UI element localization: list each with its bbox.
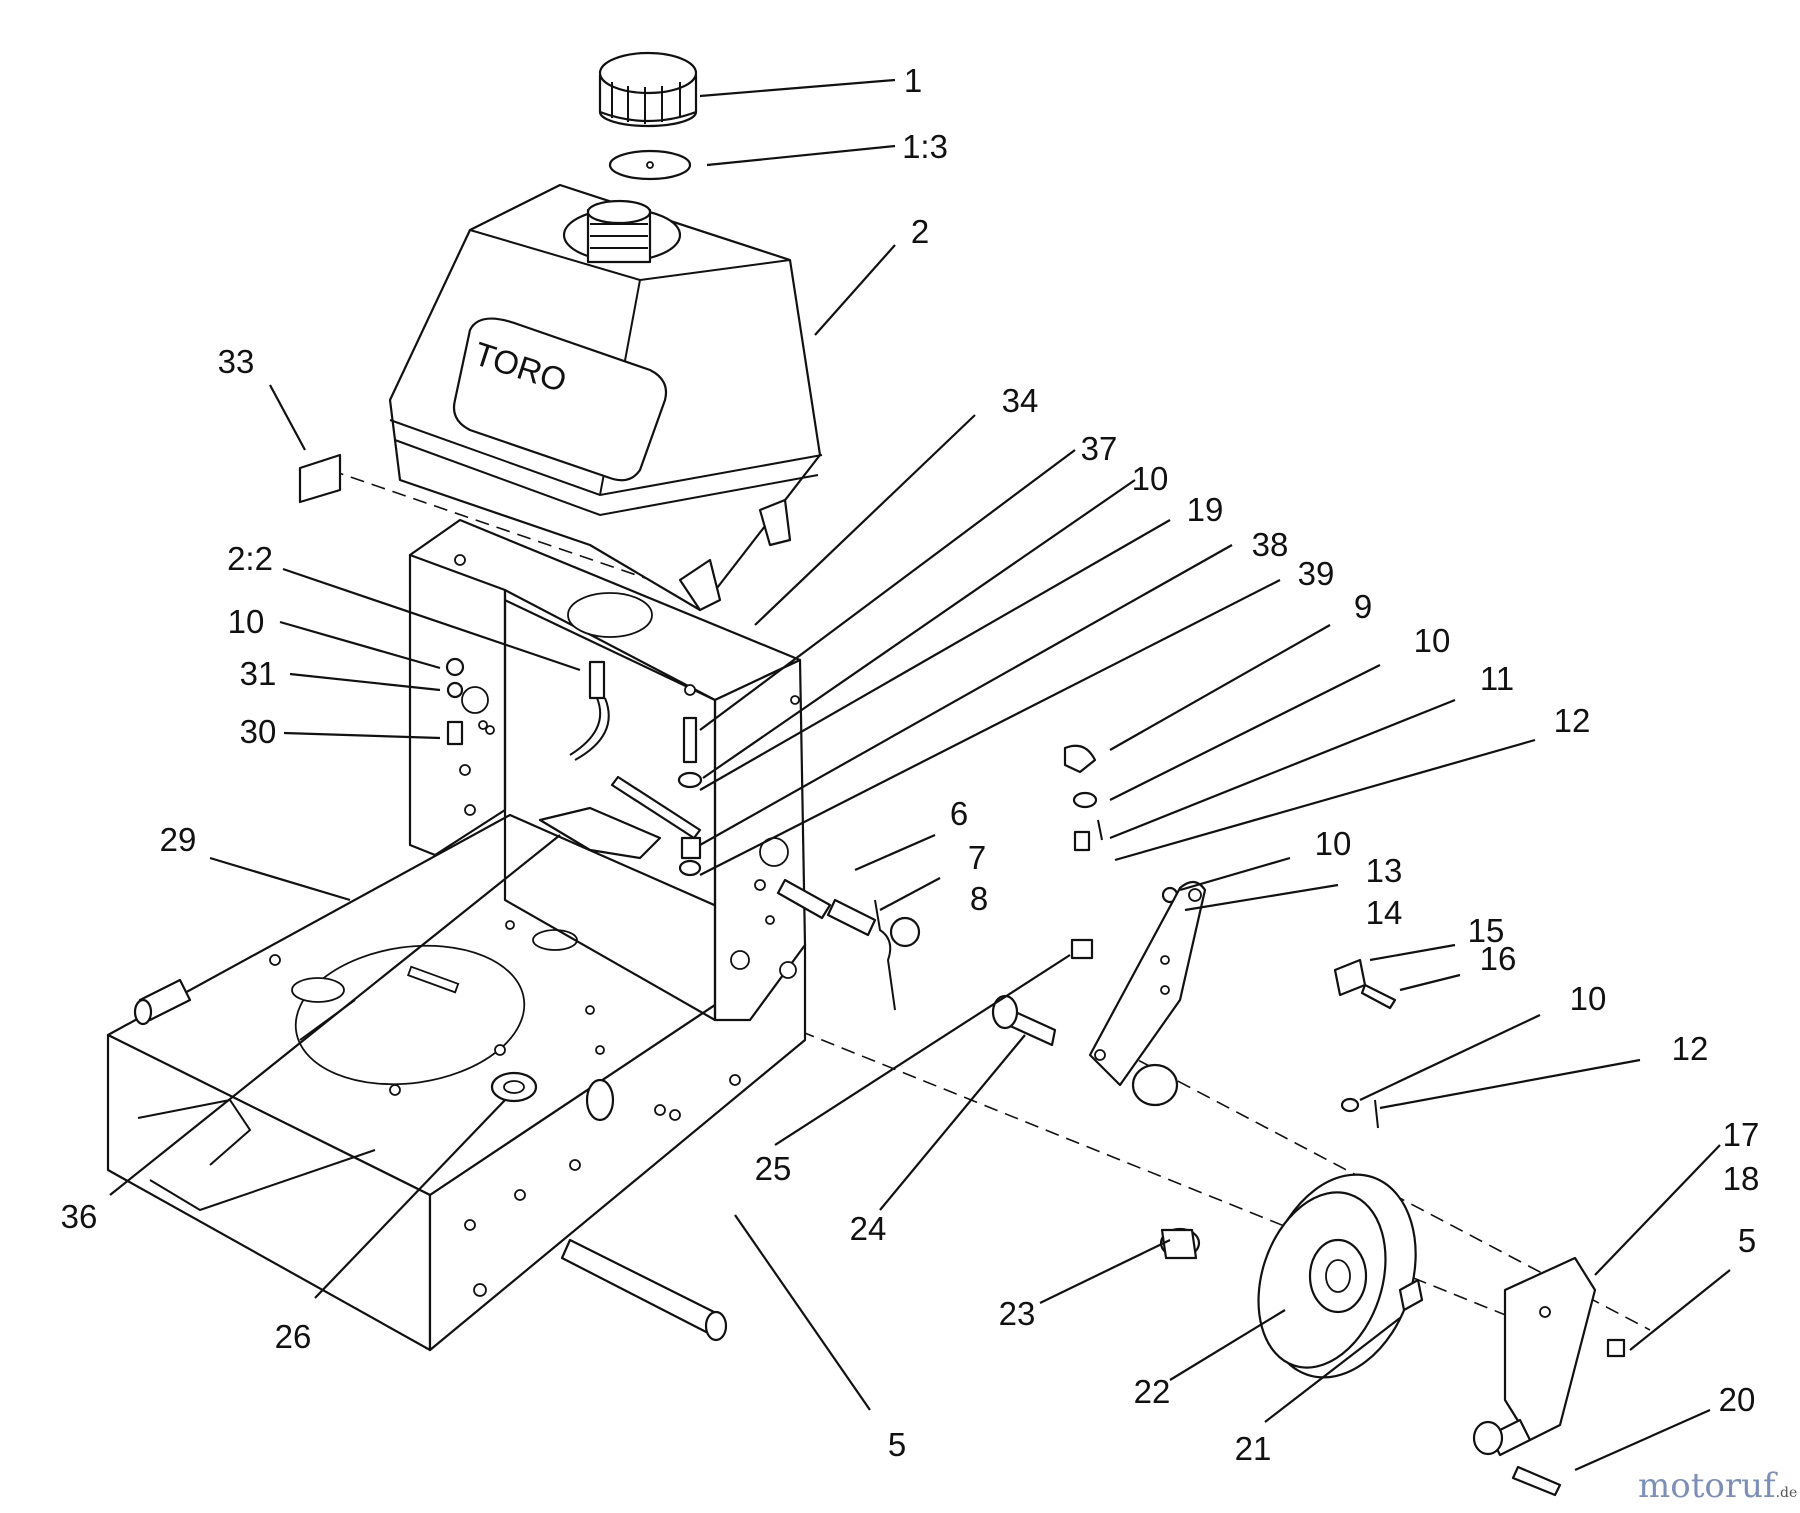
callout-label: 12 (1554, 702, 1591, 739)
callout-label: 13 (1366, 852, 1403, 889)
callout-label: 25 (755, 1150, 792, 1187)
callout-label: 30 (240, 713, 277, 750)
callout-label: 21 (1235, 1430, 1272, 1467)
callout-label: 17 (1723, 1116, 1760, 1153)
decal (298, 453, 342, 504)
callout-label: 1:3 (902, 128, 948, 165)
callout-label: 14 (1366, 894, 1403, 931)
callout-label: 6 (950, 795, 968, 832)
callout-label: 26 (275, 1318, 312, 1355)
callout-label: 10 (1414, 622, 1451, 659)
small-hardware (445, 657, 1397, 1129)
callout-label: 23 (999, 1295, 1036, 1332)
callout-label: 24 (850, 1210, 887, 1247)
callout-label: 8 (970, 880, 988, 917)
callout-label: 2:2 (227, 540, 273, 577)
callout-label: 11 (1480, 660, 1514, 697)
callout-label: 29 (160, 821, 197, 858)
callout-label: 7 (968, 839, 986, 876)
callout-label: 5 (888, 1426, 906, 1463)
callout-label: 36 (61, 1198, 98, 1235)
leader-lines (109, 78, 1731, 1472)
callout-label: 2 (911, 213, 929, 250)
callout-label: 10 (1570, 980, 1607, 1017)
callout-label: 33 (218, 343, 255, 380)
watermark-logo: motoruf.de (1638, 1466, 1797, 1506)
callout-label: 10 (1132, 460, 1169, 497)
callout-label: 15 (1468, 912, 1505, 949)
watermark-suffix: .de (1775, 1485, 1798, 1501)
belt-guide (1472, 1256, 1626, 1497)
callout-label: 31 (240, 655, 277, 692)
callout-label: 39 (1298, 555, 1335, 592)
vent-tube (569, 660, 610, 761)
callout-label: 18 (1723, 1160, 1760, 1197)
fuel-cap (598, 51, 698, 181)
callout-label: 19 (1187, 491, 1224, 528)
fuel-tank: TORO (388, 183, 823, 612)
idler-bracket (1088, 880, 1207, 1260)
callout-label: 20 (1719, 1381, 1756, 1418)
callout-label: 37 (1081, 430, 1118, 467)
callout-label: 22 (1134, 1373, 1171, 1410)
callout-label: 1 (904, 62, 922, 99)
callout-label: 10 (1315, 825, 1352, 862)
callout-label: 10 (228, 603, 265, 640)
callout-label: 38 (1252, 526, 1289, 563)
callout-labels: 1 1:3 2 33 34 37 10 19 38 39 2:2 10 31 3… (61, 62, 1760, 1467)
watermark-text: motoruf (1638, 1466, 1776, 1506)
callout-label: 34 (1002, 382, 1039, 419)
pulley (1257, 1173, 1424, 1379)
callout-label: 5 (1738, 1222, 1756, 1259)
base-frame (106, 806, 807, 1352)
callout-label: 12 (1672, 1030, 1709, 1067)
callout-label: 9 (1354, 588, 1372, 625)
callout-label: 16 (1480, 940, 1517, 977)
upright-housing (408, 518, 807, 1022)
